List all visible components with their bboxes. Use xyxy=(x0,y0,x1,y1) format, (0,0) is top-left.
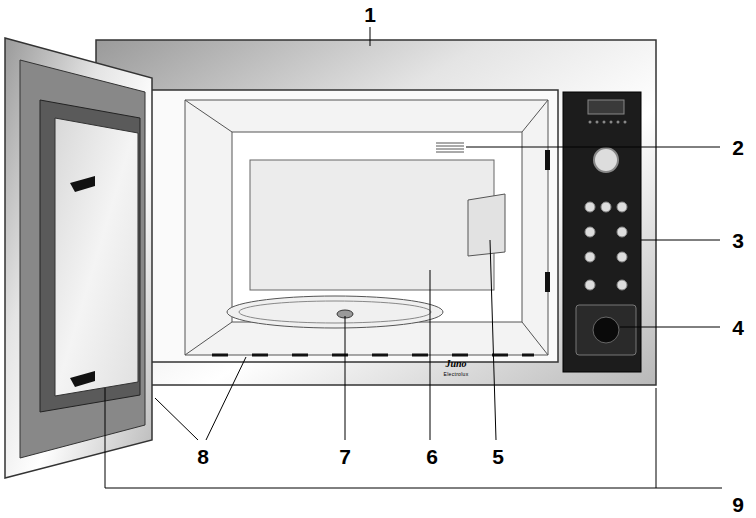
back-panel xyxy=(250,160,494,290)
door-latch xyxy=(70,176,95,192)
door-window xyxy=(55,118,138,396)
cavity-edge xyxy=(185,100,232,132)
housing-frame xyxy=(96,40,656,385)
cavity-opening xyxy=(148,90,558,362)
brand-logo: Juno xyxy=(445,359,466,369)
door-seal xyxy=(212,354,534,357)
callout-number: 5 xyxy=(492,446,504,467)
cavity-edge xyxy=(185,322,232,355)
grill-element xyxy=(436,143,464,152)
callout-number: 6 xyxy=(426,446,438,467)
door-slot xyxy=(545,150,550,170)
door-slot xyxy=(545,272,550,292)
door-window-frame xyxy=(40,100,140,412)
door-release-panel xyxy=(576,305,636,355)
brand-name: Electrolux xyxy=(444,372,469,377)
door-inner-frame xyxy=(20,60,145,458)
callout-number: 2 xyxy=(732,137,744,158)
cavity-front-edge xyxy=(185,100,548,355)
dimension-bracket xyxy=(105,388,722,488)
display xyxy=(588,100,624,114)
door-release-button xyxy=(593,317,619,343)
leader-line xyxy=(155,27,720,440)
callout-number: 8 xyxy=(197,446,209,467)
cavity-edge xyxy=(522,100,548,132)
cavity-edge xyxy=(522,322,548,355)
callout-number: 4 xyxy=(732,317,744,338)
indicator-dots xyxy=(589,121,627,124)
door-latch xyxy=(70,371,95,387)
door xyxy=(5,38,152,478)
callout-number: 1 xyxy=(364,4,376,25)
cavity-back-wall xyxy=(232,132,522,322)
callout-number: 7 xyxy=(339,446,351,467)
callout-number: 3 xyxy=(732,230,744,251)
function-buttons xyxy=(585,202,627,290)
control-panel xyxy=(563,92,641,372)
turntable xyxy=(227,296,443,328)
turntable-rim xyxy=(239,301,431,323)
waveguide-cover xyxy=(468,194,505,256)
dial-knob xyxy=(594,148,618,172)
callout-number: 9 xyxy=(732,494,744,515)
